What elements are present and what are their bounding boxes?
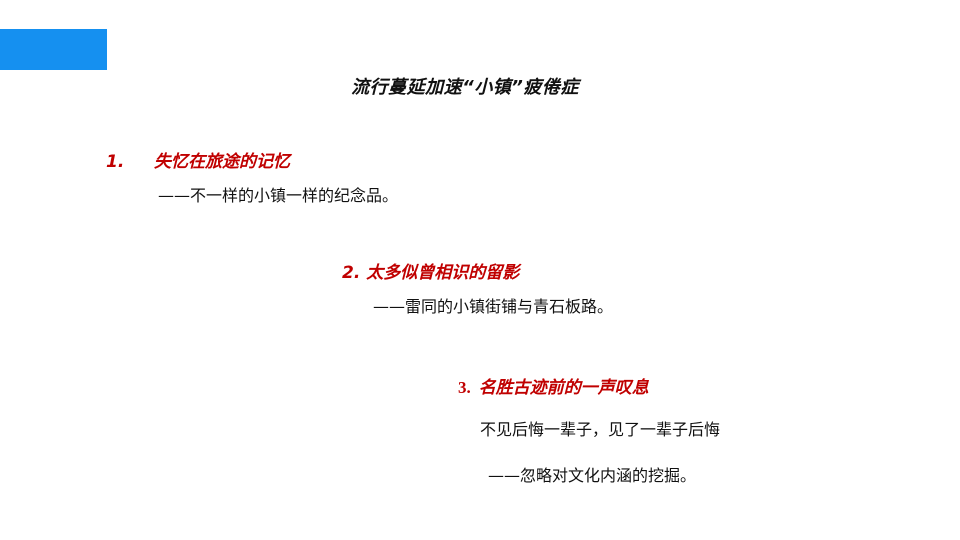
point-2-heading-text: 太多似曾相识的留影 [366, 263, 520, 283]
point-3-subtext: ——忽略对文化内涵的挖掘。 [488, 466, 697, 485]
point-2-heading: 2.太多似曾相识的留影 [342, 258, 519, 283]
point-1-number: 1. [106, 152, 125, 172]
accent-bar [0, 29, 107, 70]
point-1-heading-text: 失忆在旅途的记忆 [154, 152, 290, 172]
slide-title: 流行蔓延加速“小镇”疲倦症 [351, 77, 579, 98]
point-2-number: 2. [342, 263, 361, 283]
point-3-quote: 不见后悔一辈子，见了一辈子后悔 [480, 420, 721, 439]
point-3-number: 3. [458, 378, 471, 397]
point-1-subtext: ——不一样的小镇一样的纪念品。 [158, 186, 399, 205]
point-1-heading: 1. 失忆在旅途的记忆 [106, 147, 290, 172]
point-2-subtext: ——雷同的小镇街铺与青石板路。 [373, 297, 614, 316]
point-3-heading-text: 名胜古迹前的一声叹息 [478, 378, 649, 398]
point-3-heading: 3. 名胜古迹前的一声叹息 [458, 373, 649, 398]
